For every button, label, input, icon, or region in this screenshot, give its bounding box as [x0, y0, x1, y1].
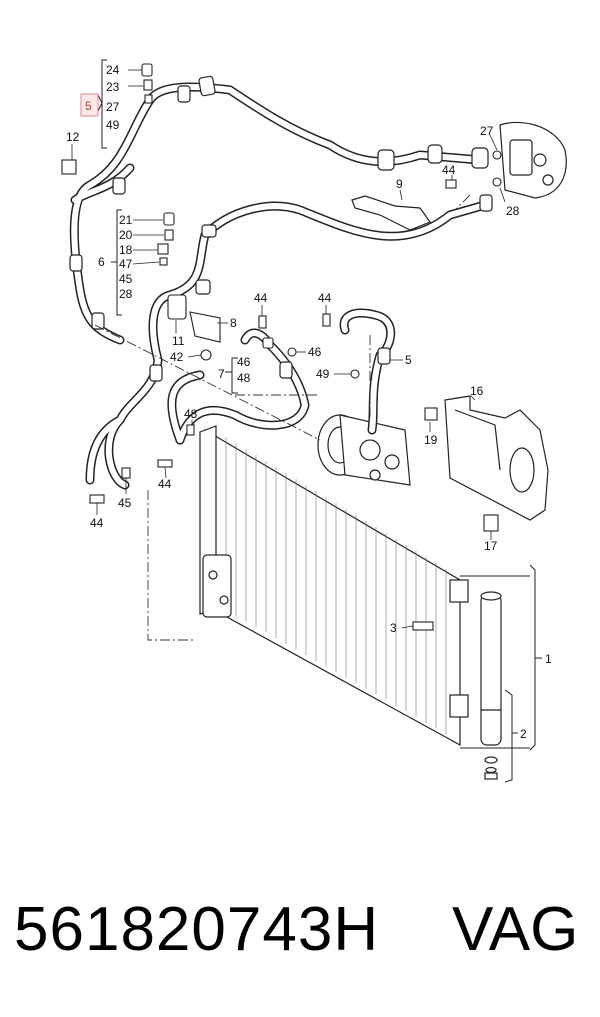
callout-6: 6 — [98, 255, 105, 269]
callout-45: 45 — [119, 272, 133, 286]
callout-3: 3 — [390, 621, 397, 635]
callout-23: 23 — [106, 80, 120, 94]
expansion-valve-housing — [499, 121, 567, 199]
callout-8: 8 — [230, 316, 237, 330]
callout-2: 2 — [520, 727, 527, 741]
part-number: 561820743H — [14, 895, 380, 964]
callout-27: 27 — [106, 100, 120, 114]
callout-42: 42 — [170, 350, 184, 364]
callout-labels: 24 23 5 27 49 12 21 20 18 47 45 28 6 8 1… — [66, 63, 552, 741]
highlight-box — [80, 93, 99, 117]
callout-5: 5 — [405, 353, 412, 367]
receiver-dryer — [480, 591, 502, 780]
callout-20: 20 — [119, 228, 133, 242]
callout-46-group: 46 — [237, 355, 251, 369]
callout-49: 49 — [106, 118, 120, 132]
dash-dot-leaders — [94, 194, 471, 641]
callout-1: 1 — [545, 652, 552, 666]
callout-24: 24 — [106, 63, 120, 77]
callout-44-lower: 44 — [158, 477, 172, 491]
callout-27-right: 27 — [480, 124, 494, 138]
refrigerant-lines — [69, 75, 493, 490]
callout-48-group: 48 — [237, 371, 251, 385]
ac-system-exploded-diagram: 24 23 5 27 49 12 21 20 18 47 45 28 6 8 1… — [61, 59, 567, 783]
callout-48-lower: 48 — [184, 407, 198, 421]
bracket — [351, 195, 431, 231]
ac-compressor — [317, 414, 411, 486]
callout-45-lower: 45 — [118, 496, 132, 510]
callout-49-mid: 49 — [316, 367, 330, 381]
callout-18: 18 — [119, 243, 133, 257]
condenser — [199, 425, 469, 747]
callout-leaders — [71, 69, 506, 629]
heat-shield — [444, 395, 549, 521]
callout-17: 17 — [484, 539, 498, 553]
callout-28: 28 — [119, 287, 133, 301]
callout-47: 47 — [119, 257, 133, 271]
callout-9: 9 — [396, 177, 403, 191]
callout-11: 11 — [172, 334, 185, 348]
callout-19: 19 — [424, 433, 438, 447]
callout-7: 7 — [218, 367, 225, 381]
callout-12: 12 — [66, 130, 80, 144]
callout-44-left: 44 — [254, 291, 268, 305]
callout-44-bottom-left: 44 — [90, 516, 104, 530]
callout-46-right: 46 — [308, 345, 322, 359]
callout-28-right: 28 — [506, 204, 520, 218]
brand-name: VAG — [452, 895, 579, 964]
callout-16: 16 — [470, 384, 484, 398]
callout-21: 21 — [119, 213, 133, 227]
callout-44-right: 44 — [442, 163, 456, 177]
callout-5-highlighted: 5 — [85, 99, 92, 113]
group-brackets — [97, 59, 542, 783]
callout-44-mid: 44 — [318, 291, 332, 305]
